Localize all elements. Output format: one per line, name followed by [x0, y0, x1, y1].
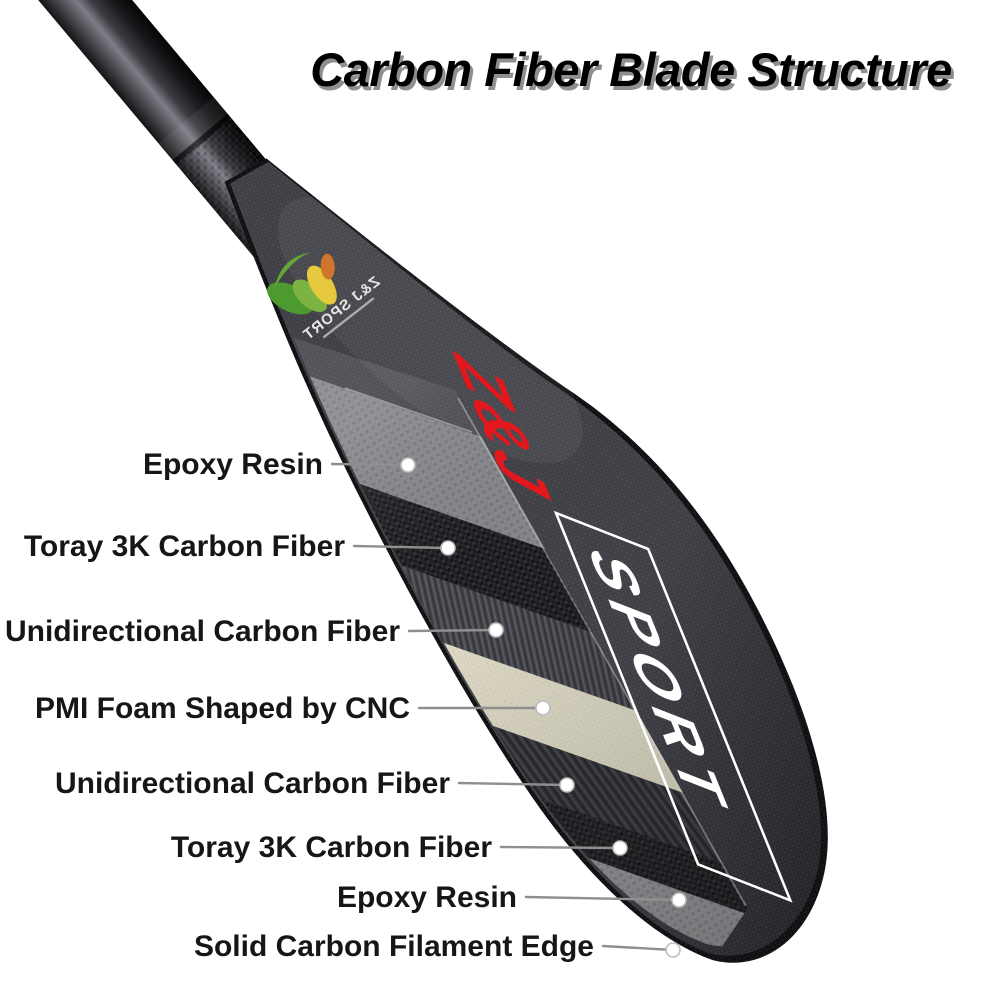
callout-solid-carbon-edge: Solid Carbon Filament Edge: [194, 930, 681, 963]
callout-line: [499, 845, 622, 850]
callout-unidirectional-top: Unidirectional Carbon Fiber: [5, 615, 504, 648]
callout-dot: [559, 777, 575, 793]
logo-leaf-yellow: [306, 265, 337, 305]
logo-leaf-orange: [320, 253, 335, 280]
callout-dot: [665, 942, 681, 958]
callout-line: [407, 628, 498, 633]
callout-line: [457, 781, 569, 787]
page-title-shadow: Carbon Fiber Blade Structure: [313, 47, 955, 100]
callout-dot: [400, 457, 416, 473]
page-title: Carbon Fiber Blade Structure: [310, 43, 952, 96]
callout-label: Epoxy Resin: [337, 881, 517, 914]
callout-dot: [488, 622, 504, 638]
callout-label: Unidirectional Carbon Fiber: [55, 767, 450, 800]
callout-label: Toray 3K Carbon Fiber: [24, 530, 345, 563]
cut-edge-highlight-side: [457, 397, 747, 907]
shaft-ferrule-seam: [172, 113, 232, 165]
callout-dot: [535, 700, 551, 716]
callout-label: Epoxy Resin: [143, 448, 323, 481]
callout-toray-top: Toray 3K Carbon Fiber: [24, 530, 456, 563]
blade-gloss-highlight: [277, 196, 583, 464]
callout-epoxy-top: Epoxy Resin: [143, 448, 416, 481]
logo-leaf-swoosh: [274, 252, 311, 288]
callout-label: Toray 3K Carbon Fiber: [171, 831, 492, 864]
callout-label: Unidirectional Carbon Fiber: [5, 615, 400, 648]
callout-epoxy-bottom: Epoxy Resin: [337, 881, 687, 914]
callout-dot: [440, 540, 456, 556]
sport-box-outline: [553, 510, 793, 903]
callout-label: PMI Foam Shaped by CNC: [35, 692, 410, 725]
callout-dot: [671, 892, 687, 908]
callout-dot: [612, 840, 628, 856]
callout-toray-bottom: Toray 3K Carbon Fiber: [171, 831, 628, 864]
callout-line: [601, 944, 675, 952]
callout-line: [524, 895, 681, 902]
callout-pmi-foam: PMI Foam Shaped by CNC: [35, 692, 551, 725]
callout-line: [330, 462, 410, 467]
shaft-ferrule-sleeve: [158, 97, 228, 161]
callouts: Epoxy Resin Toray 3K Carbon Fiber Unidir…: [5, 448, 687, 963]
logo-tagline-line: [322, 297, 375, 339]
callout-label: Solid Carbon Filament Edge: [194, 930, 594, 963]
callout-unidirectional-bottom: Unidirectional Carbon Fiber: [55, 767, 575, 800]
logo-leaf-light-green: [292, 279, 328, 313]
callout-line: [352, 544, 450, 550]
cut-edge-highlight-top: [344, 387, 473, 433]
